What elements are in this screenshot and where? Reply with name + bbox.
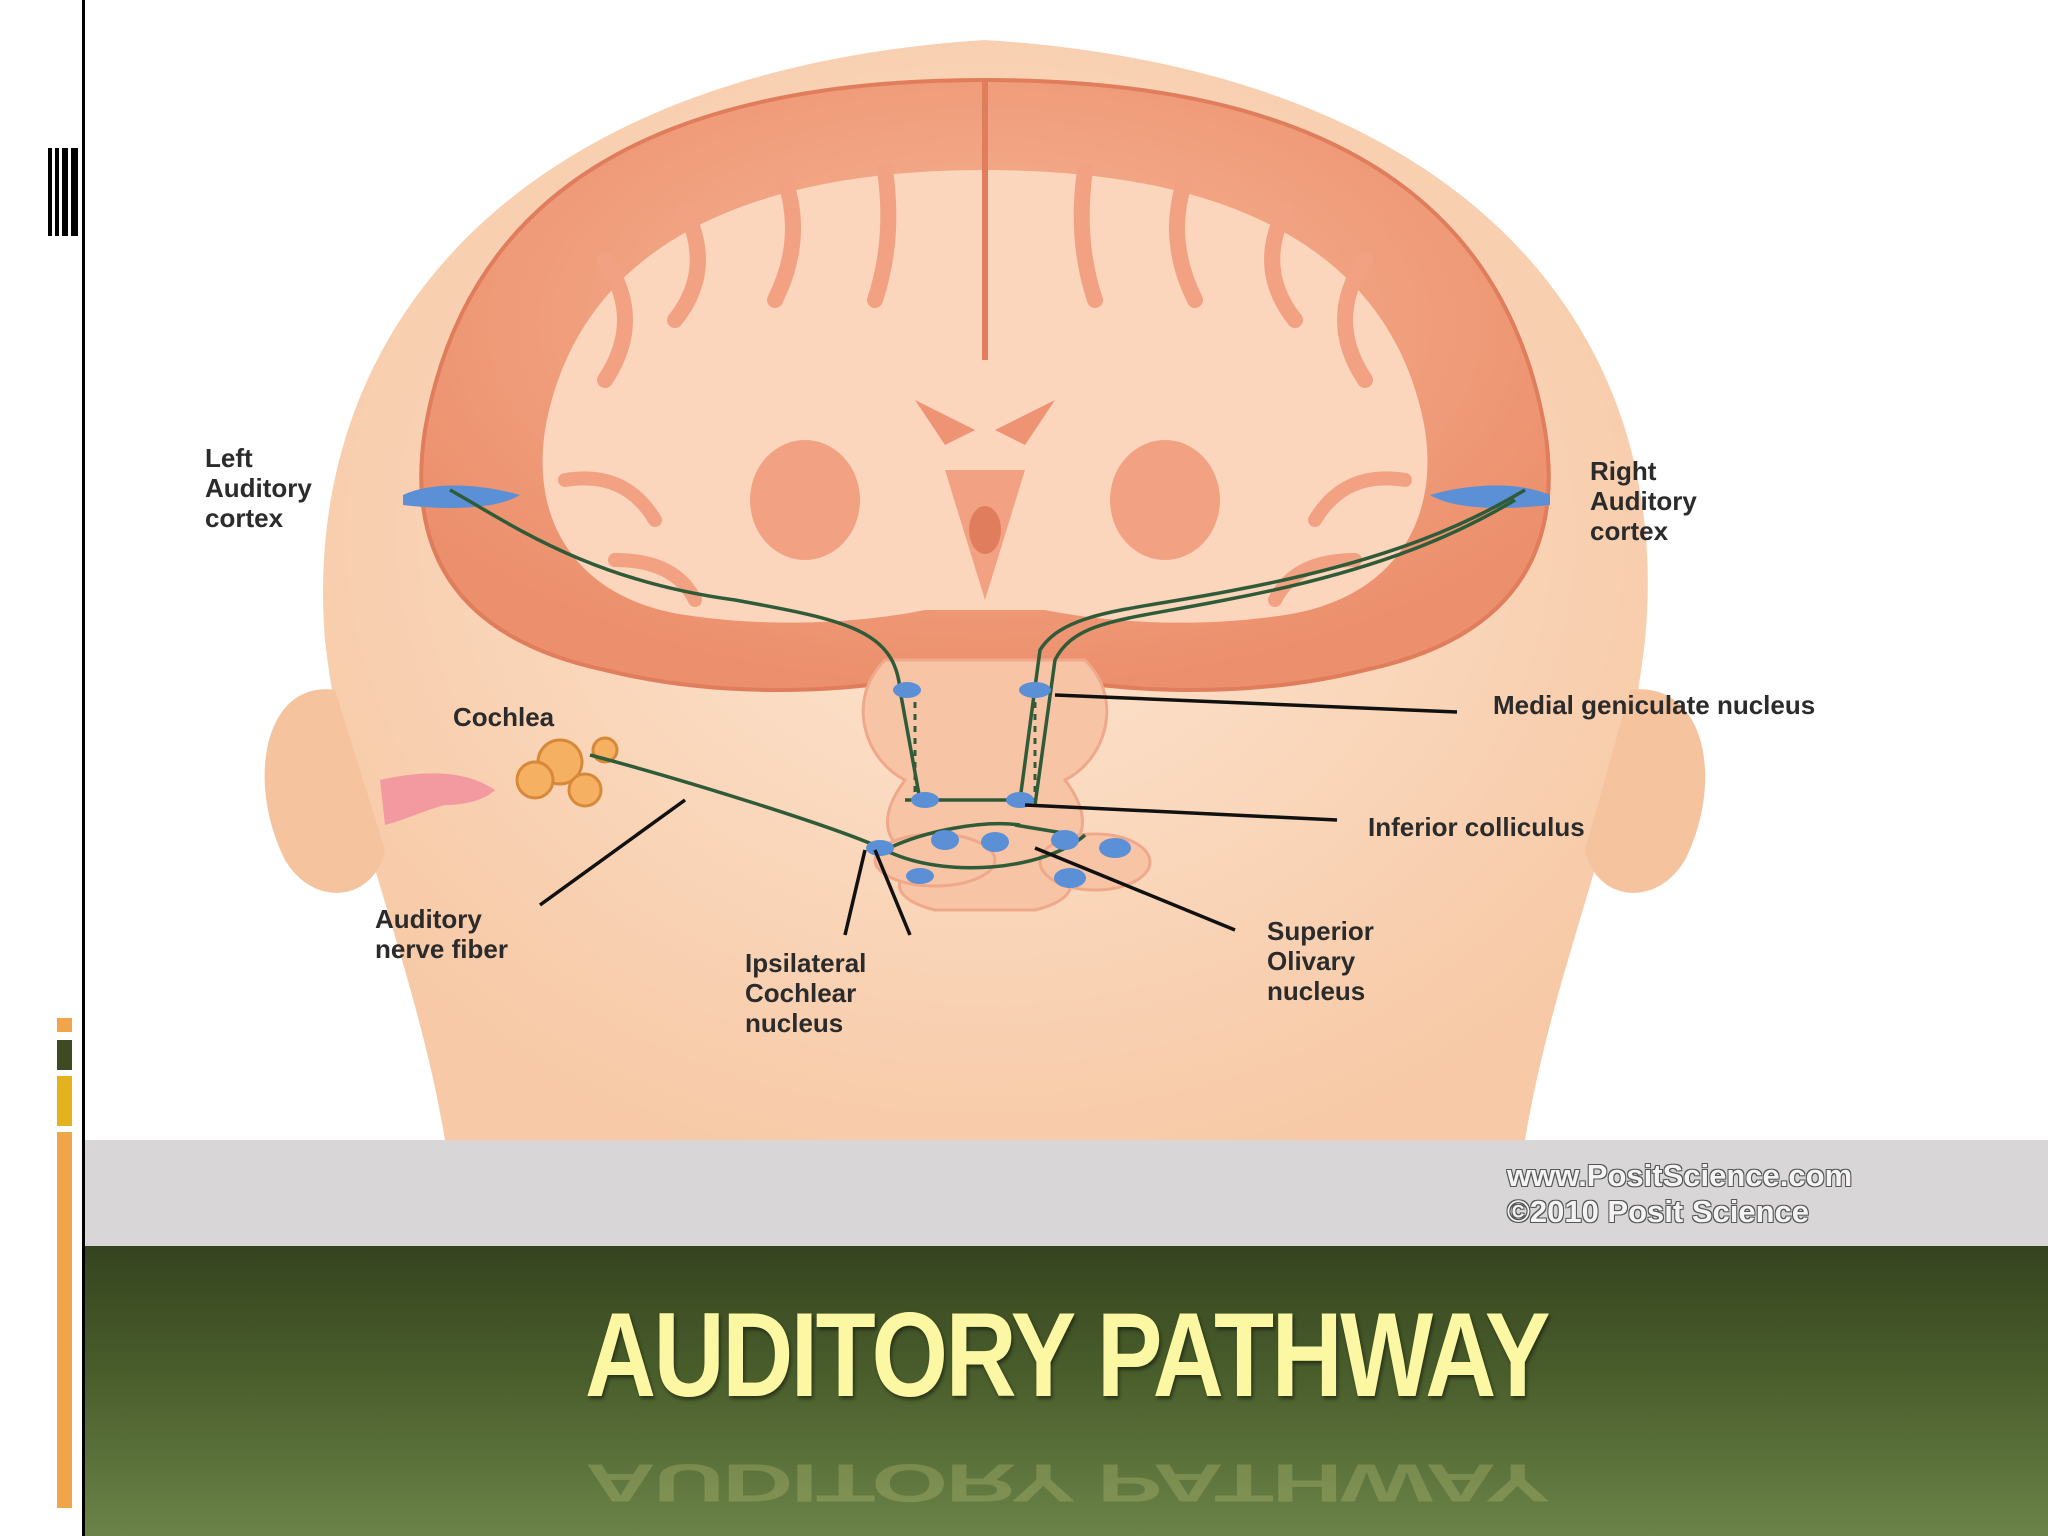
leader-lines xyxy=(538,693,1458,936)
sidebar-divider-line xyxy=(82,0,85,1536)
slide-title-reflection: AUDITORY PATHWAY xyxy=(584,1452,1548,1514)
label-left-cortex-line3: cortex xyxy=(205,503,284,533)
label-cochlear-nucleus-line1: Ipsilateral xyxy=(745,948,866,978)
label-nerve-line1: Auditory xyxy=(375,904,482,934)
label-right-cortex-line3: cortex xyxy=(1590,516,1669,546)
label-medial-geniculate-nucleus: Medial geniculate nucleus xyxy=(1493,690,1815,720)
label-right-cortex-line1: Right xyxy=(1590,456,1657,486)
label-right-auditory-cortex: Right Auditory cortex xyxy=(1590,456,1704,546)
brain-cross-section xyxy=(419,77,1551,692)
label-left-auditory-cortex: Left Auditory cortex xyxy=(205,443,319,533)
label-sup-olivary-line3: nucleus xyxy=(1267,976,1365,1006)
image-credit-band: www.PositScience.com ©2010 Posit Science xyxy=(85,1140,2048,1246)
label-ipsilateral-cochlear-nucleus: Ipsilateral Cochlear nucleus xyxy=(745,948,874,1038)
label-cochlear-nucleus-line2: Cochlear xyxy=(745,978,856,1008)
label-nerve-line2: nerve fiber xyxy=(375,934,508,964)
credit-url: www.PositScience.com xyxy=(1507,1158,1853,1193)
credit-copyright: ©2010 Posit Science xyxy=(1507,1194,1810,1229)
label-cochlear-nucleus-line3: nucleus xyxy=(745,1008,843,1038)
label-sup-olivary-line2: Olivary xyxy=(1267,946,1356,976)
slide-title: AUDITORY PATHWAY xyxy=(584,1288,1550,1422)
label-inferior-colliculus: Inferior colliculus xyxy=(1368,812,1585,842)
label-sup-olivary-line1: Superior xyxy=(1267,916,1374,946)
nuclei-markers xyxy=(866,682,1131,888)
label-auditory-nerve-fiber: Auditory nerve fiber xyxy=(375,904,508,964)
label-superior-olivary-nucleus: Superior Olivary nucleus xyxy=(1267,916,1381,1006)
right-ear xyxy=(1585,689,1706,893)
title-band: AUDITORY PATHWAY AUDITORY PATHWAY xyxy=(85,1246,2048,1536)
label-left-cortex-line2: Auditory xyxy=(205,473,312,503)
label-cochlea: Cochlea xyxy=(453,702,555,732)
cochlea-illustration xyxy=(380,736,619,825)
label-right-cortex-line2: Auditory xyxy=(1590,486,1697,516)
auditory-pathway-diagram: Left Auditory cortex Right Auditory cort… xyxy=(205,40,1815,1140)
left-ear xyxy=(264,689,385,893)
label-left-cortex-line1: Left xyxy=(205,443,253,473)
